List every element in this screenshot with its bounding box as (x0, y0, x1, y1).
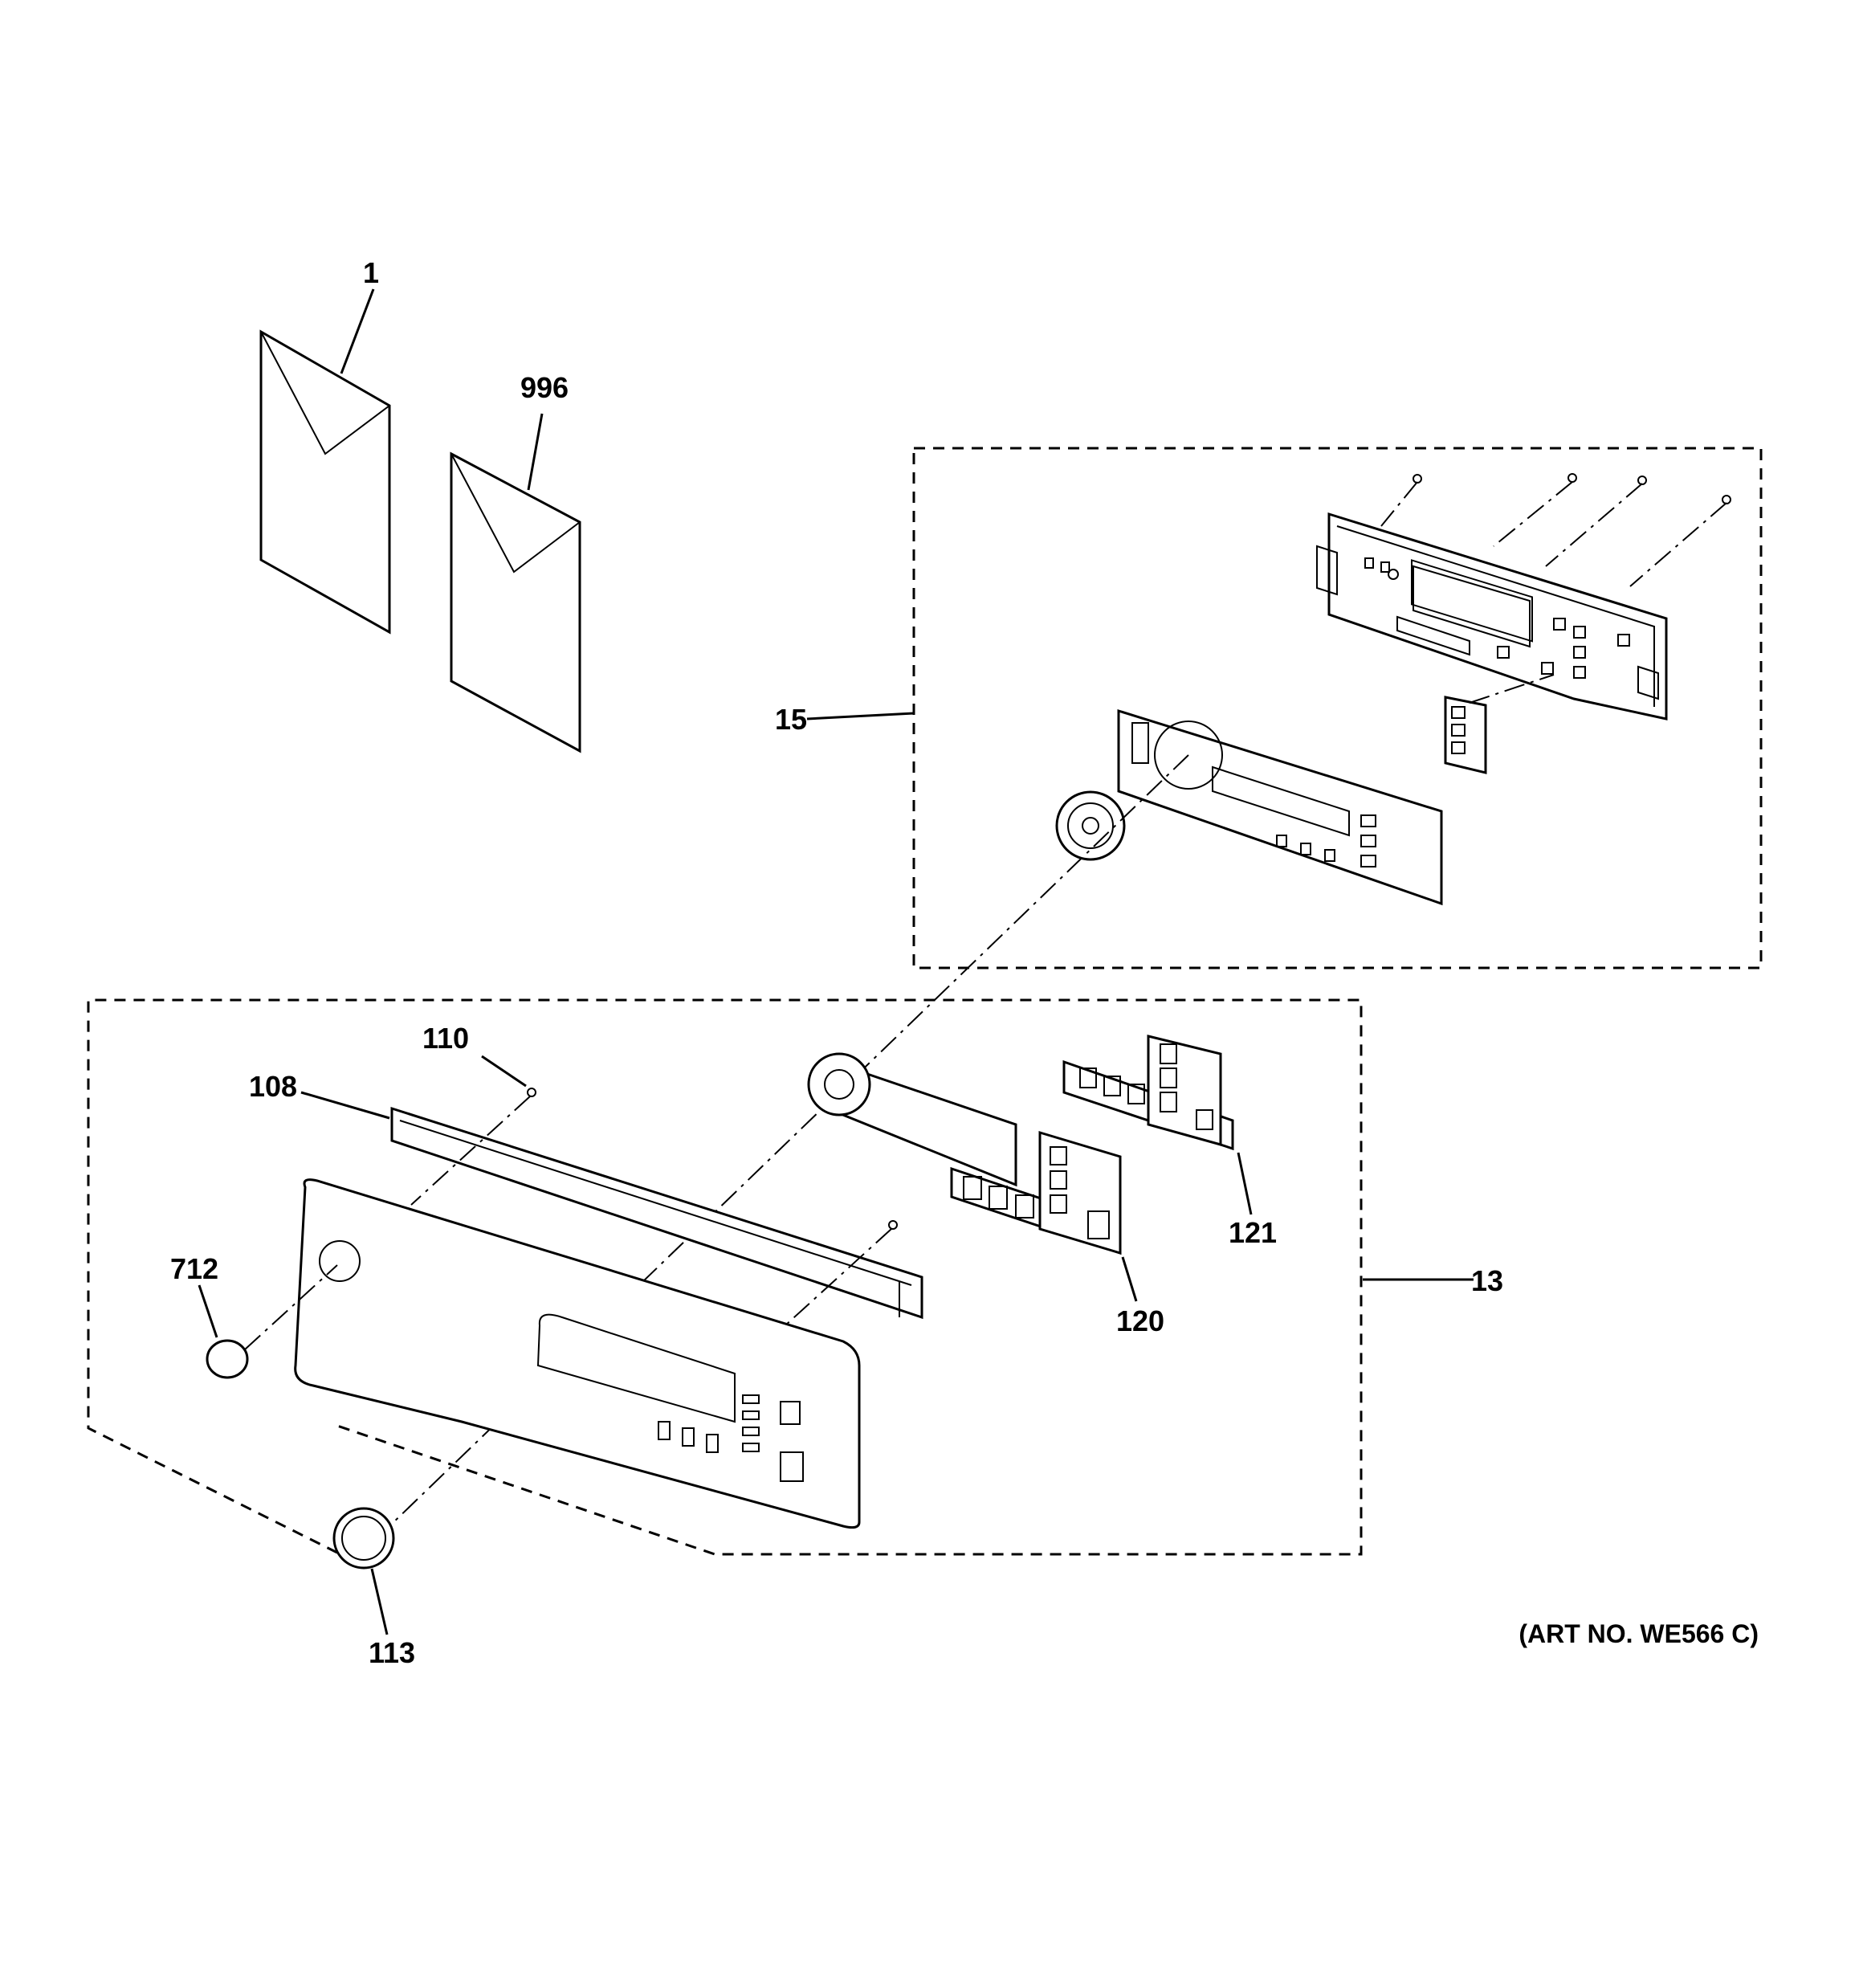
board-housing (1117, 708, 1443, 906)
group-13-boundary (87, 998, 1363, 1556)
control-panel-rail (390, 1106, 923, 1320)
screw-axes (1380, 481, 1727, 587)
callout-15: 15 (775, 703, 807, 736)
leader-996 (527, 413, 544, 491)
cap-axis (244, 1264, 338, 1350)
screw-110-b (888, 1220, 898, 1230)
leader-712 (198, 1284, 218, 1338)
leader-121 (1237, 1152, 1253, 1215)
callout-1: 1 (363, 256, 379, 289)
button-board-120 (950, 1130, 1122, 1255)
screw-110-axis (410, 1096, 531, 1206)
leader-120 (1121, 1256, 1138, 1302)
encoder-arm (807, 1052, 1017, 1187)
connector-axis (1469, 674, 1555, 704)
control-panel (294, 1178, 861, 1529)
knob-bracket (1055, 790, 1126, 861)
control-board (1316, 512, 1668, 720)
button-board-121 (1062, 1035, 1234, 1151)
board-connector (1444, 696, 1487, 774)
screw-110b-axis (785, 1228, 892, 1326)
callout-996: 996 (520, 371, 569, 404)
art-number: (ART NO. WE566 C) (1519, 1619, 1759, 1648)
knob-113 (332, 1507, 395, 1570)
callout-113: 113 (369, 1636, 415, 1669)
callout-110: 110 (422, 1022, 469, 1055)
callout-13: 13 (1471, 1264, 1503, 1297)
literature-envelope-996 (450, 451, 581, 753)
callout-120: 120 (1116, 1304, 1164, 1337)
board-screws (1413, 473, 1731, 504)
callout-712: 712 (170, 1252, 218, 1285)
callout-108: 108 (249, 1070, 297, 1103)
leader-108 (300, 1091, 390, 1120)
leader-15 (806, 712, 915, 720)
leader-110 (481, 1055, 527, 1088)
leader-113 (370, 1568, 389, 1635)
screw-110 (527, 1088, 536, 1097)
literature-envelope-1 (259, 329, 391, 635)
cap-712 (206, 1339, 249, 1379)
group-15-boundary (912, 447, 1763, 970)
leader-1 (340, 288, 375, 374)
callout-121: 121 (1229, 1216, 1277, 1249)
